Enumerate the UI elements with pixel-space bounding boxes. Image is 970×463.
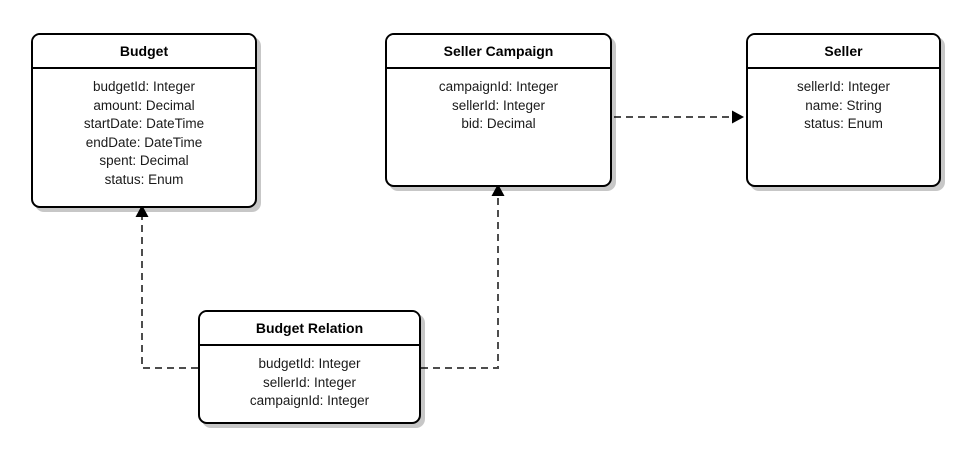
attribute-row: budgetId: Integer — [92, 79, 196, 94]
entity-seller-campaign-attributes: campaignId: Integer sellerId: Integer bi… — [387, 69, 610, 134]
entity-budget-title: Budget — [33, 35, 255, 69]
entity-budget-attributes: budgetId: Integer amount: Decimal startD… — [33, 69, 255, 189]
attribute-row: bid: Decimal — [461, 116, 536, 131]
connector-budget-relation-to-seller-campaign[interactable] — [421, 184, 505, 369]
entity-seller-campaign-title: Seller Campaign — [387, 35, 610, 69]
attribute-row: sellerId: Integer — [451, 97, 546, 113]
entity-seller-campaign[interactable]: Seller Campaign campaignId: Integer sell… — [385, 33, 612, 187]
attribute-row: campaignId: Integer — [438, 79, 559, 94]
attribute-row: sellerId: Integer — [262, 374, 357, 390]
attribute-row: spent: Decimal — [99, 153, 189, 168]
entity-budget-relation-title: Budget Relation — [200, 312, 419, 346]
attribute-row: amount: Decimal — [93, 97, 195, 113]
attribute-row: budgetId: Integer — [258, 356, 361, 371]
entity-budget-relation[interactable]: Budget Relation budgetId: Integer seller… — [198, 310, 421, 424]
arrowhead-icon — [732, 110, 744, 124]
entity-seller-attributes: sellerId: Integer name: String status: E… — [748, 69, 939, 134]
connector-seller-campaign-to-seller[interactable] — [614, 110, 744, 124]
entity-budget[interactable]: Budget budgetId: Integer amount: Decimal… — [31, 33, 257, 208]
attribute-row: name: String — [805, 97, 882, 113]
attribute-row: startDate: DateTime — [83, 116, 205, 131]
entity-budget-relation-attributes: budgetId: Integer sellerId: Integer camp… — [200, 346, 419, 411]
attribute-row: status: Enum — [104, 171, 184, 187]
attribute-row: sellerId: Integer — [796, 79, 891, 94]
entity-seller[interactable]: Seller sellerId: Integer name: String st… — [746, 33, 941, 187]
attribute-row: endDate: DateTime — [85, 134, 203, 150]
connector-budget-relation-to-budget[interactable] — [135, 205, 199, 369]
entity-seller-title: Seller — [748, 35, 939, 69]
attribute-row: status: Enum — [804, 116, 883, 131]
attribute-row: campaignId: Integer — [249, 393, 370, 408]
